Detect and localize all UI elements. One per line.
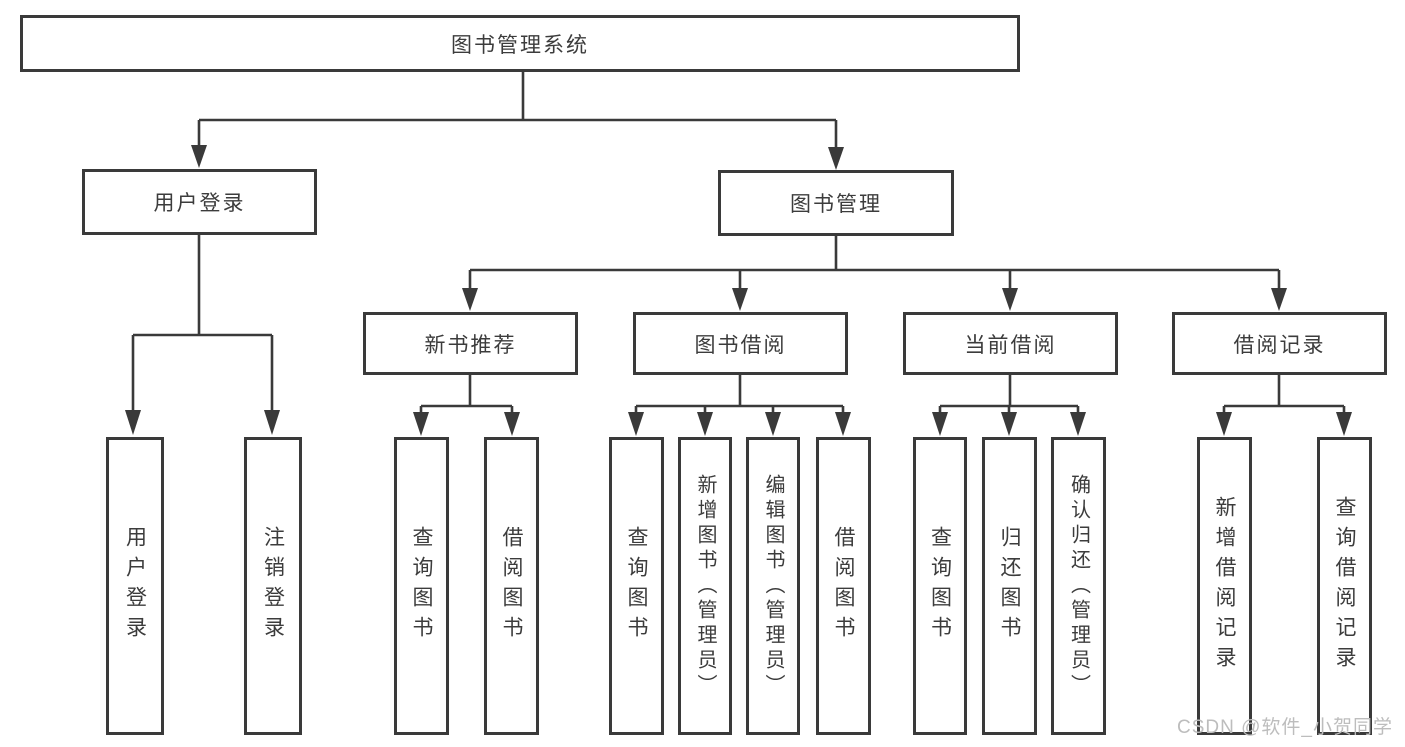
leaf-user-login: 用户登录 — [106, 437, 164, 735]
leaf-logout: 注销登录 — [244, 437, 302, 735]
node-book-management: 图书管理 — [718, 170, 954, 236]
leaf-return-book: 归还图书 — [982, 437, 1037, 735]
leaf-query-books-current-label: 查询图书 — [928, 526, 952, 646]
leaf-confirm-return-admin-label: 确认归还（管理员） — [1067, 473, 1090, 699]
leaf-add-borrow-record-label: 新增借阅记录 — [1213, 496, 1236, 676]
node-book-borrow-label: 图书借阅 — [694, 333, 787, 357]
leaf-confirm-return-admin: 确认归还（管理员） — [1051, 437, 1106, 735]
leaf-add-borrow-record: 新增借阅记录 — [1197, 437, 1252, 735]
node-new-book-recommend-label: 新书推荐 — [424, 333, 517, 357]
node-new-book-recommend: 新书推荐 — [363, 312, 578, 375]
node-book-borrow: 图书借阅 — [633, 312, 848, 375]
leaf-borrow-books-recommend-label: 借阅图书 — [500, 526, 523, 646]
node-user-login: 用户登录 — [82, 169, 317, 235]
node-root-label: 图书管理系统 — [451, 33, 589, 57]
node-borrow-records-label: 借阅记录 — [1233, 333, 1326, 357]
node-current-borrow: 当前借阅 — [903, 312, 1118, 375]
arrowheads — [125, 145, 1352, 436]
leaf-return-book-label: 归还图书 — [998, 526, 1021, 646]
leaf-borrow-books-recommend: 借阅图书 — [484, 437, 539, 735]
node-root: 图书管理系统 — [20, 15, 1020, 72]
leaf-add-book-admin: 新增图书（管理员） — [678, 437, 732, 735]
leaf-query-books-current: 查询图书 — [913, 437, 967, 735]
leaf-user-login-label: 用户登录 — [123, 526, 147, 646]
leaf-query-borrow-record: 查询借阅记录 — [1317, 437, 1372, 735]
leaf-query-books-recommend-label: 查询图书 — [410, 526, 433, 646]
node-borrow-records: 借阅记录 — [1172, 312, 1387, 375]
leaf-edit-book-admin: 编辑图书（管理员） — [746, 437, 800, 735]
leaf-query-books-recommend: 查询图书 — [394, 437, 449, 735]
node-current-borrow-label: 当前借阅 — [964, 333, 1057, 357]
leaf-add-book-admin-label: 新增图书（管理员） — [694, 473, 716, 699]
leaf-edit-book-admin-label: 编辑图书（管理员） — [762, 473, 784, 699]
leaf-logout-label: 注销登录 — [261, 526, 285, 646]
csdn-watermark: CSDN @软件_小贺同学 — [1177, 717, 1393, 738]
leaf-query-borrow-record-label: 查询借阅记录 — [1333, 496, 1356, 676]
leaf-query-books-borrow-label: 查询图书 — [625, 526, 648, 646]
node-user-login-label: 用户登录 — [153, 192, 246, 215]
leaf-borrow-books-2-label: 借阅图书 — [832, 526, 855, 646]
leaf-query-books-borrow: 查询图书 — [609, 437, 664, 735]
leaf-borrow-books-2: 借阅图书 — [816, 437, 871, 735]
node-book-management-label: 图书管理 — [790, 193, 882, 216]
